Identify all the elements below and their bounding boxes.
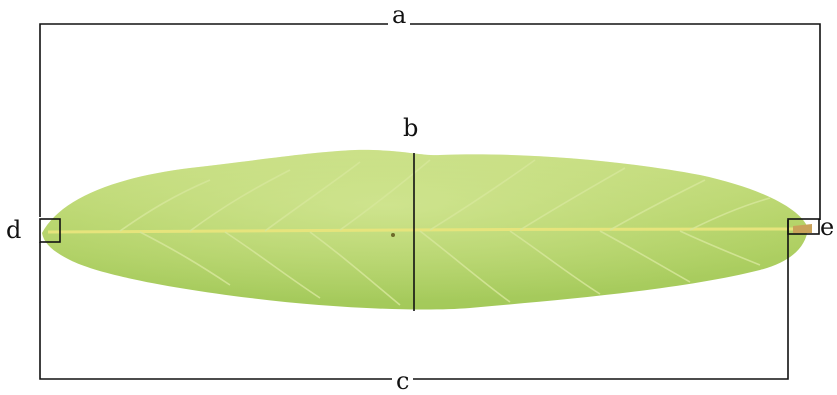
label-a: a	[388, 3, 410, 27]
leaf-spot	[391, 233, 395, 237]
label-d: d	[6, 218, 21, 242]
label-e: e	[820, 215, 834, 239]
leaf	[42, 150, 812, 310]
label-c: c	[392, 369, 413, 393]
label-b: b	[399, 116, 422, 140]
